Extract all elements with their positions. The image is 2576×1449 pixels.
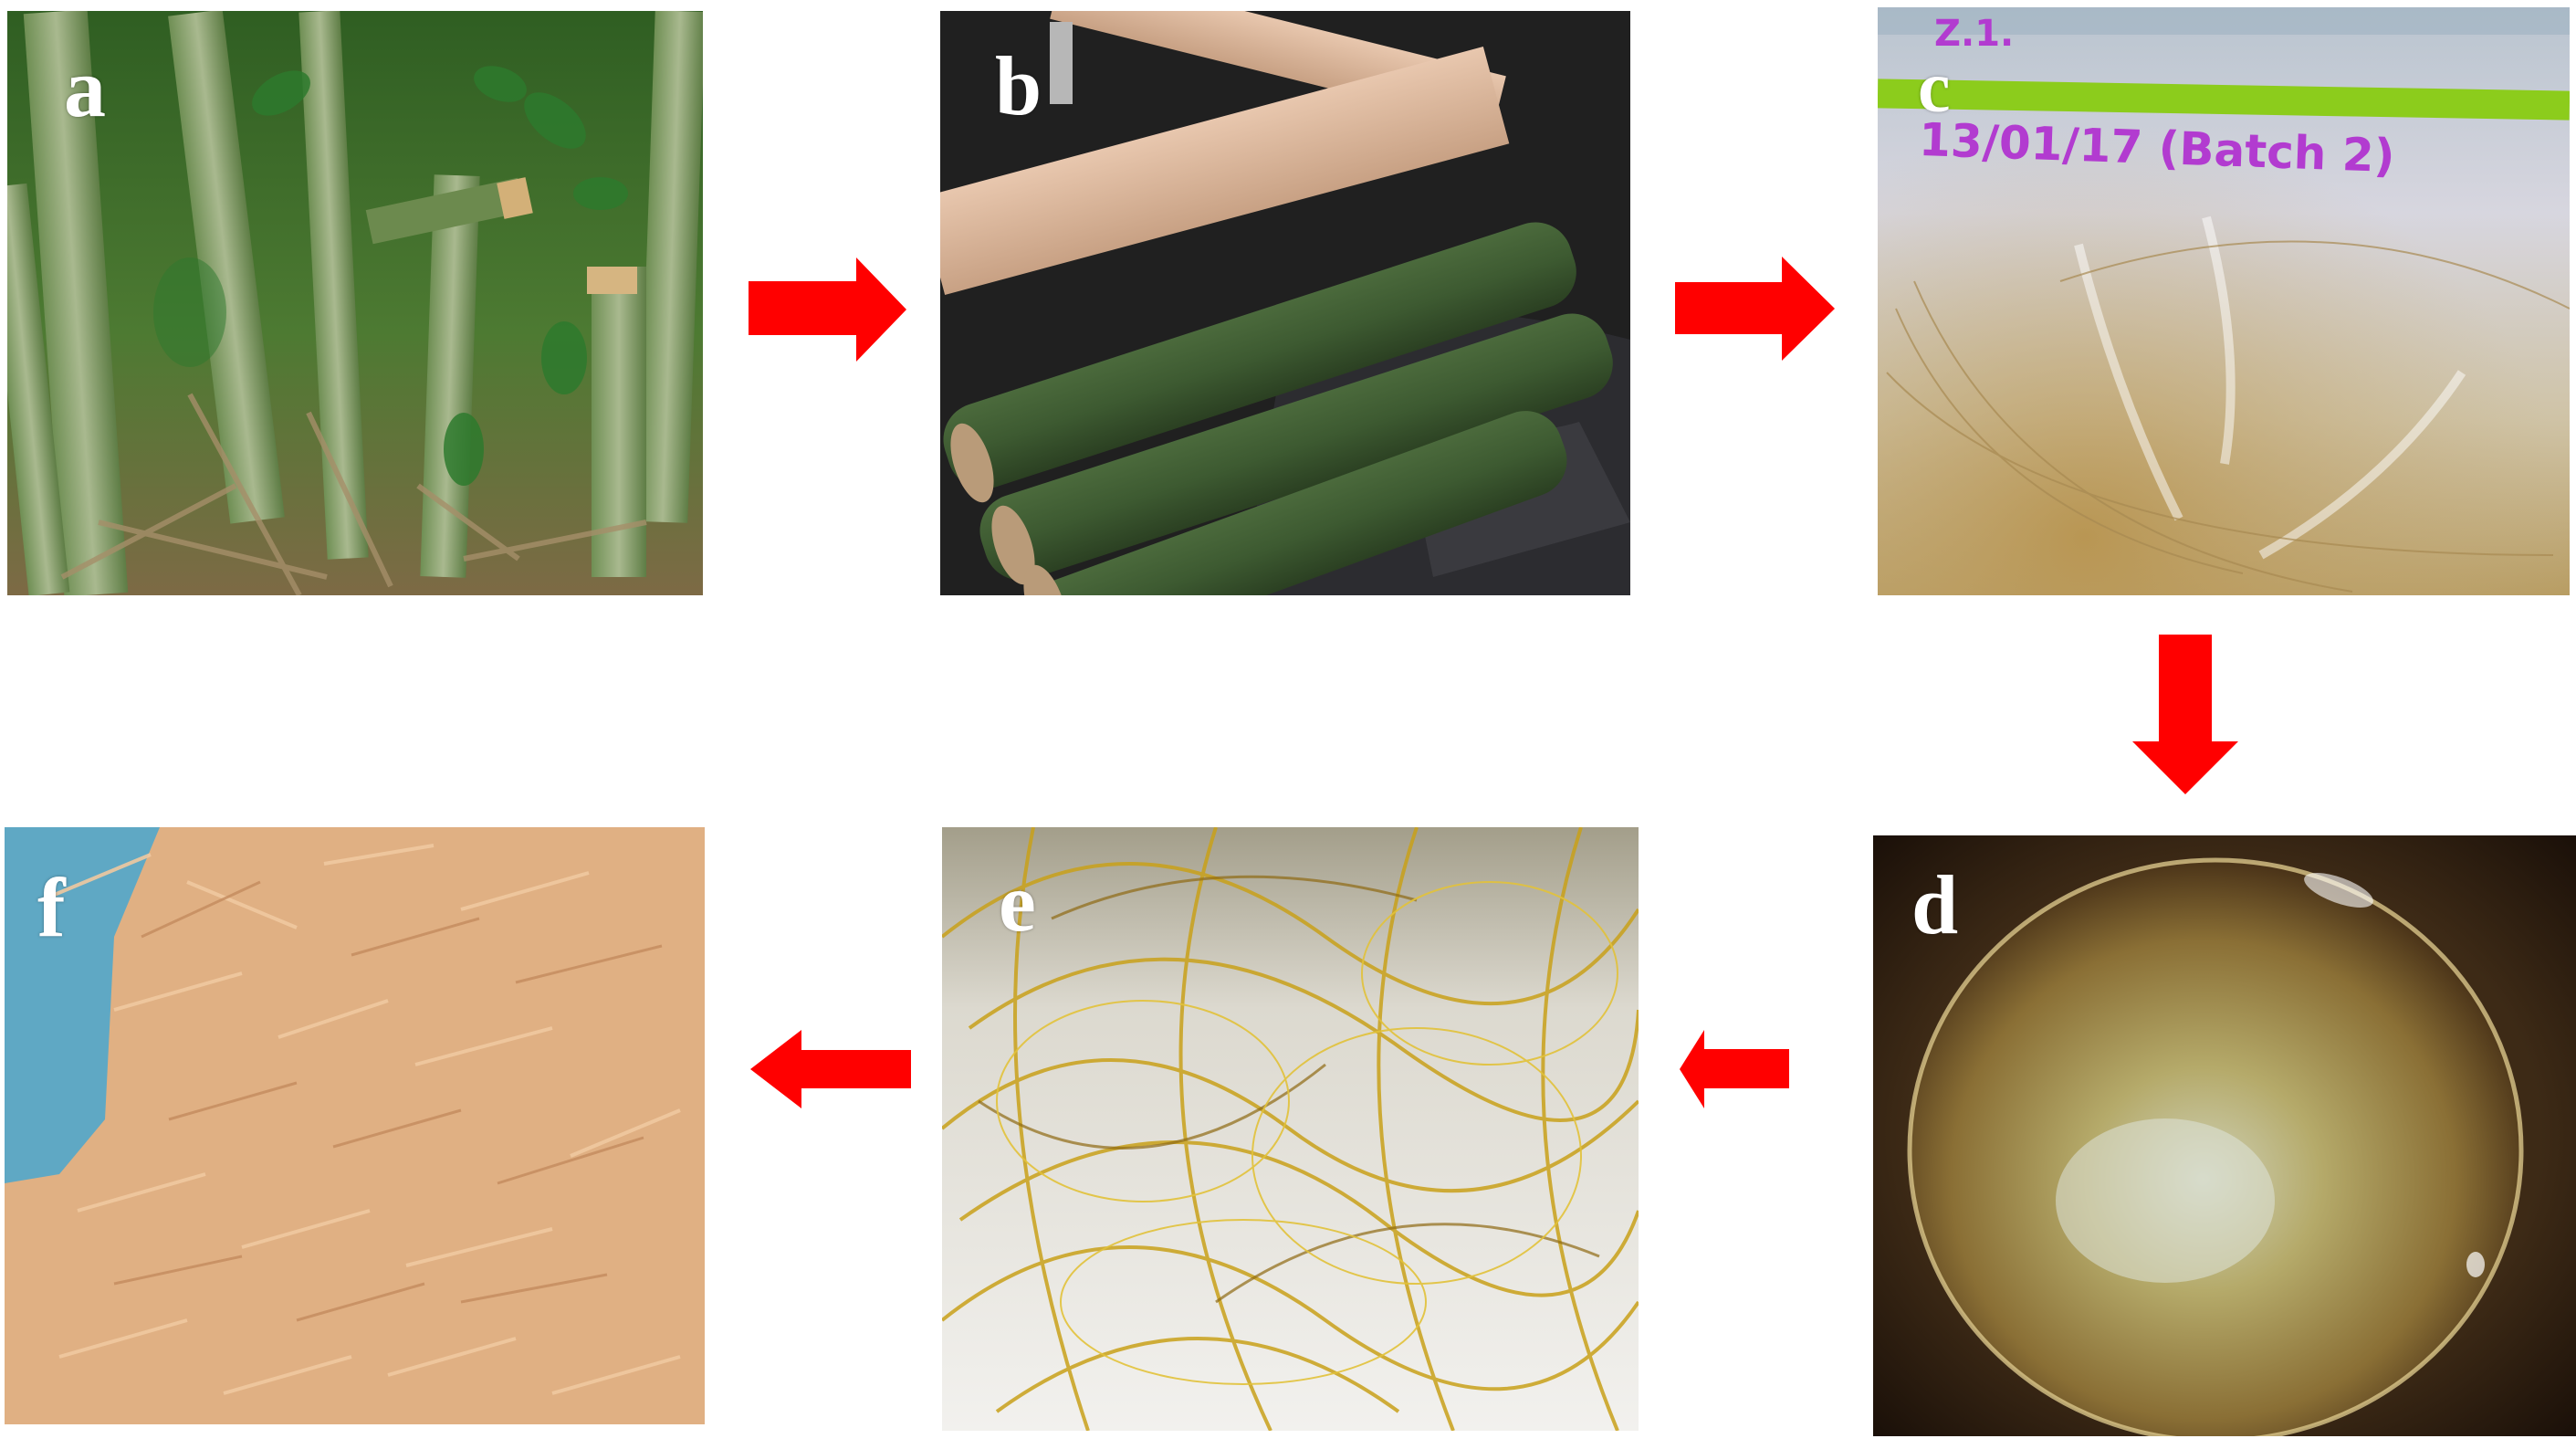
cut-bamboo-photo bbox=[940, 11, 1630, 595]
soaking-bowl-photo bbox=[1873, 835, 2576, 1436]
arrow-right-icon bbox=[749, 257, 906, 362]
arrow-right-b-to-c bbox=[1675, 257, 1835, 361]
arrow-left-d-to-e bbox=[1680, 1030, 1789, 1108]
arrow-right-a-to-b bbox=[749, 257, 906, 362]
panel-e-treated-fibers: e bbox=[942, 827, 1639, 1431]
panel-a-bamboo-grove: a bbox=[7, 11, 703, 595]
panel-f-label: f bbox=[37, 861, 66, 954]
arrow-right-icon bbox=[1675, 257, 1835, 361]
bamboo-grove-photo bbox=[7, 11, 703, 595]
panel-b-cut-bamboo: b bbox=[940, 11, 1630, 595]
arrow-down-c-to-d bbox=[2132, 635, 2238, 794]
panel-c-fibers-in-bag: Z.1. 13/01/17 (Batch 2) c bbox=[1878, 7, 2570, 595]
arrow-down-icon bbox=[2132, 635, 2238, 794]
arrow-left-icon bbox=[750, 1030, 911, 1108]
panel-f-chopped-fibers: f bbox=[5, 827, 705, 1424]
treated-fibers-photo bbox=[942, 827, 1639, 1431]
panel-d-label: d bbox=[1911, 858, 1959, 951]
panel-d-soaking-bowl: d bbox=[1873, 835, 2576, 1436]
arrow-left-e-to-f bbox=[750, 1030, 911, 1108]
bag-label-code: Z.1. bbox=[1934, 13, 2015, 55]
fiber-bag-photo bbox=[1878, 7, 2570, 595]
panel-a-label: a bbox=[64, 41, 106, 134]
chopped-fibers-photo bbox=[5, 827, 705, 1424]
arrow-left-icon bbox=[1680, 1030, 1789, 1108]
panel-c-label: c bbox=[1918, 47, 1951, 128]
panel-b-label: b bbox=[995, 39, 1042, 132]
panel-e-label: e bbox=[999, 856, 1036, 949]
